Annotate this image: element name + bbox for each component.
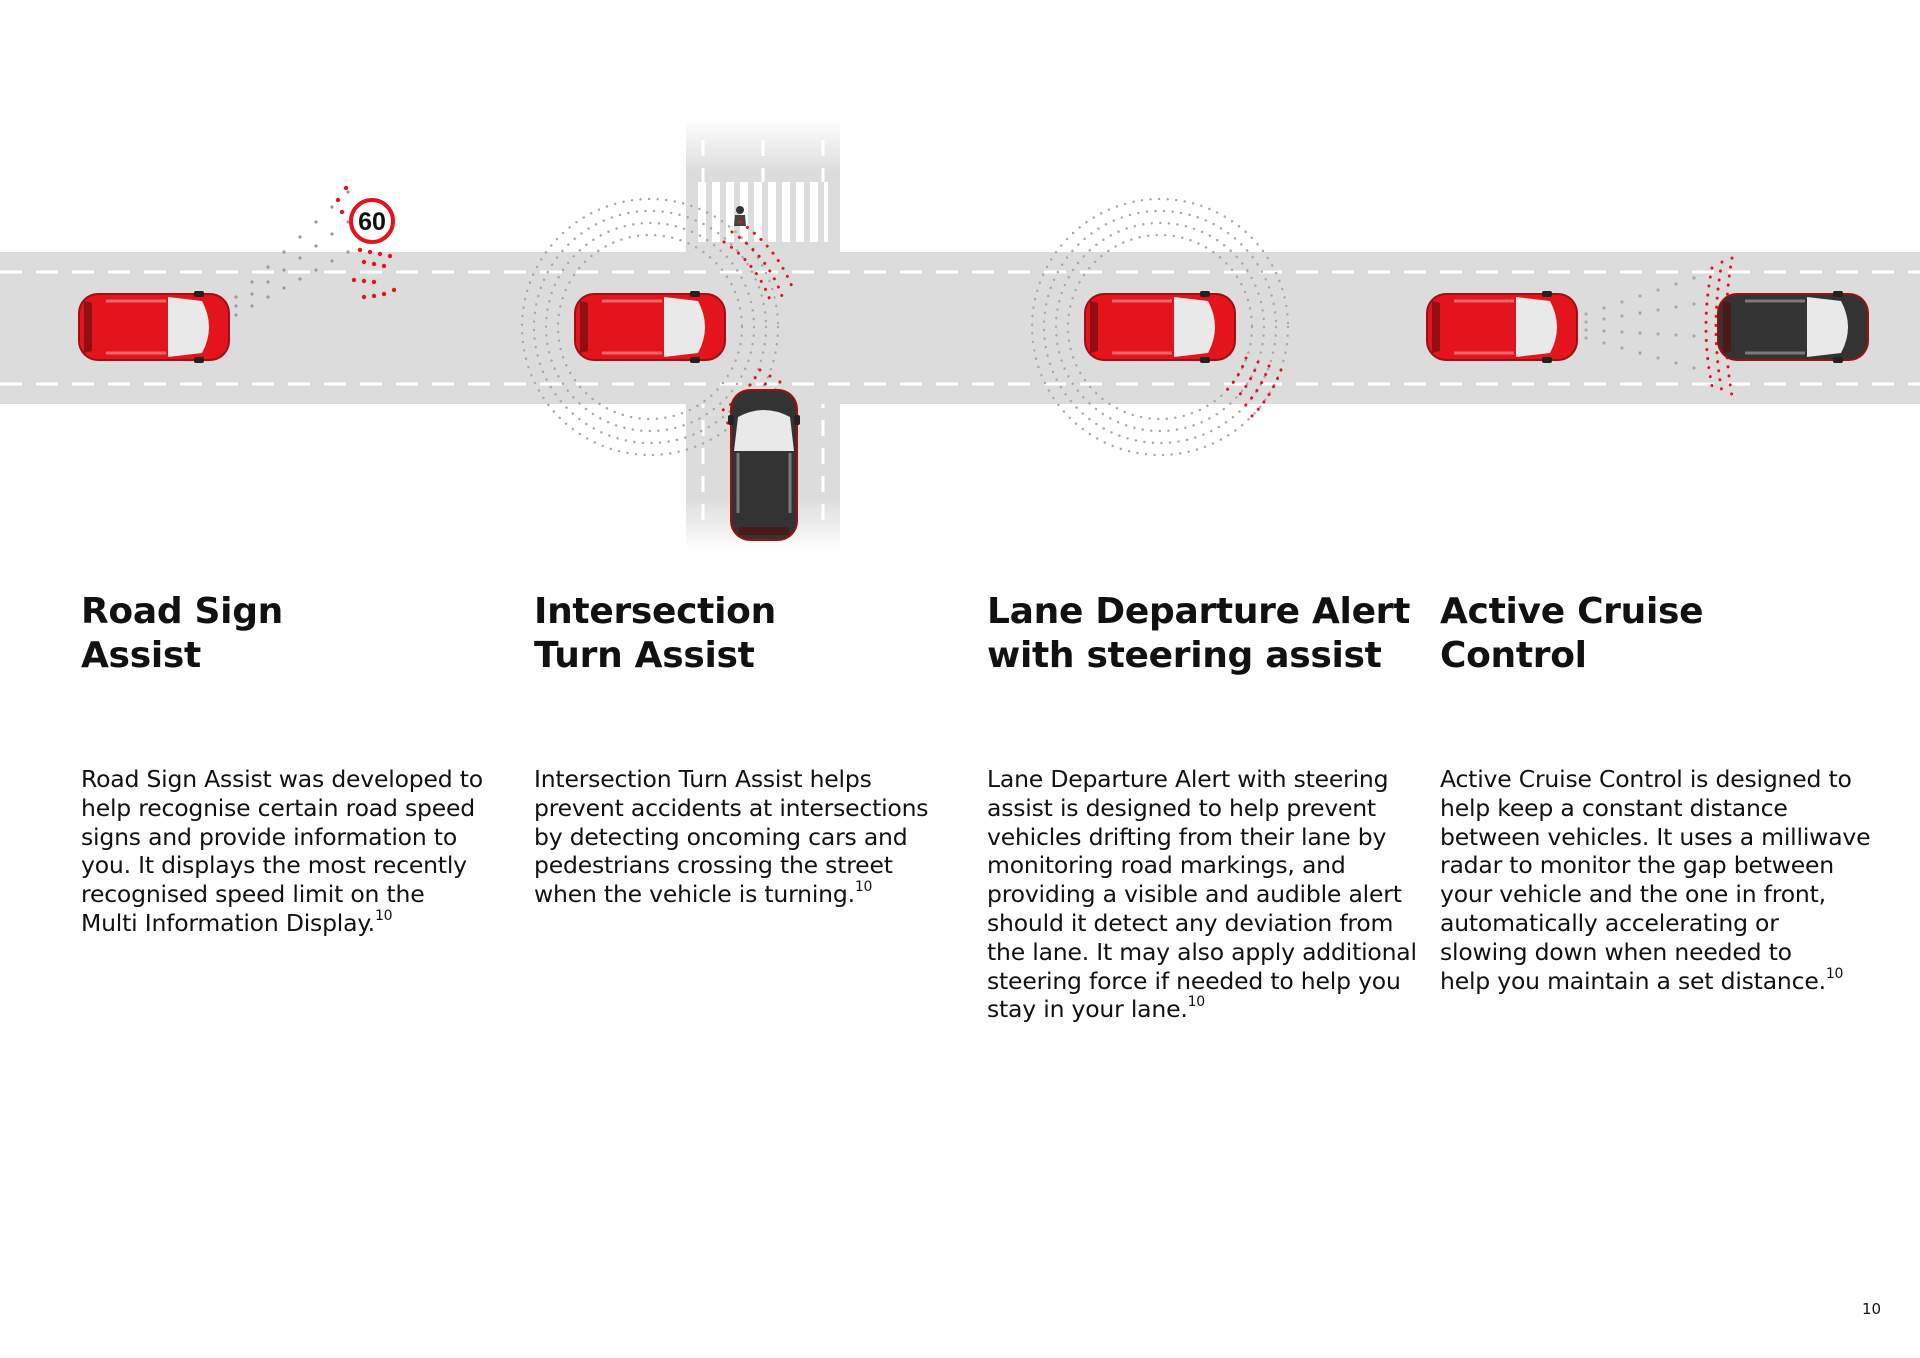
feature-title: Lane Departure Alert with steering assis… [987, 591, 1411, 676]
dark-car-icon [726, 387, 802, 543]
feature-active-cruise-control: Active Cruise Control Active Cruise Cont… [1440, 590, 1871, 995]
lane-departure-alert-dots [1224, 356, 1283, 419]
feature-description: Road Sign Assist was developed to help r… [81, 765, 483, 937]
main-road [0, 252, 1920, 404]
svg-text:60: 60 [358, 208, 386, 236]
feature-description: Active Cruise Control is designed to hel… [1440, 765, 1871, 995]
page-number: 10 [1862, 1300, 1882, 1318]
footnote-ref: 10 [374, 907, 393, 924]
feature-title: Road Sign Assist [81, 591, 284, 676]
intersection-sensor-rings [520, 197, 780, 457]
red-car-icon [76, 289, 232, 365]
feature-road-sign-assist: Road Sign Assist Road Sign Assist was de… [81, 590, 501, 937]
feature-title: Active Cruise Control [1440, 591, 1704, 676]
feature-lane-departure-alert: Lane Departure Alert with steering assis… [987, 590, 1417, 1023]
footnote-ref: 10 [1825, 965, 1844, 982]
feature-description: Intersection Turn Assist helps prevent a… [534, 765, 929, 909]
red-car-icon [1424, 289, 1580, 365]
red-car-icon [1082, 289, 1238, 365]
cruise-control-radar-beam [1584, 256, 1734, 398]
feature-title: Intersection Turn Assist [534, 591, 776, 676]
dark-car-icon [1715, 289, 1871, 365]
lane-departure-sensor-rings [1030, 197, 1290, 457]
road-sign-assist-beam [234, 185, 397, 317]
road-illustration: 60 [0, 120, 1920, 550]
footnote-ref: 10 [854, 879, 873, 896]
footnote-ref: 10 [1187, 994, 1206, 1011]
speed-limit-sign-icon: 60 [349, 198, 395, 244]
feature-description: Lane Departure Alert with steering assis… [987, 765, 1417, 1024]
red-car-icon [572, 289, 728, 365]
feature-intersection-turn-assist: Intersection Turn Assist Intersection Tu… [534, 590, 954, 908]
